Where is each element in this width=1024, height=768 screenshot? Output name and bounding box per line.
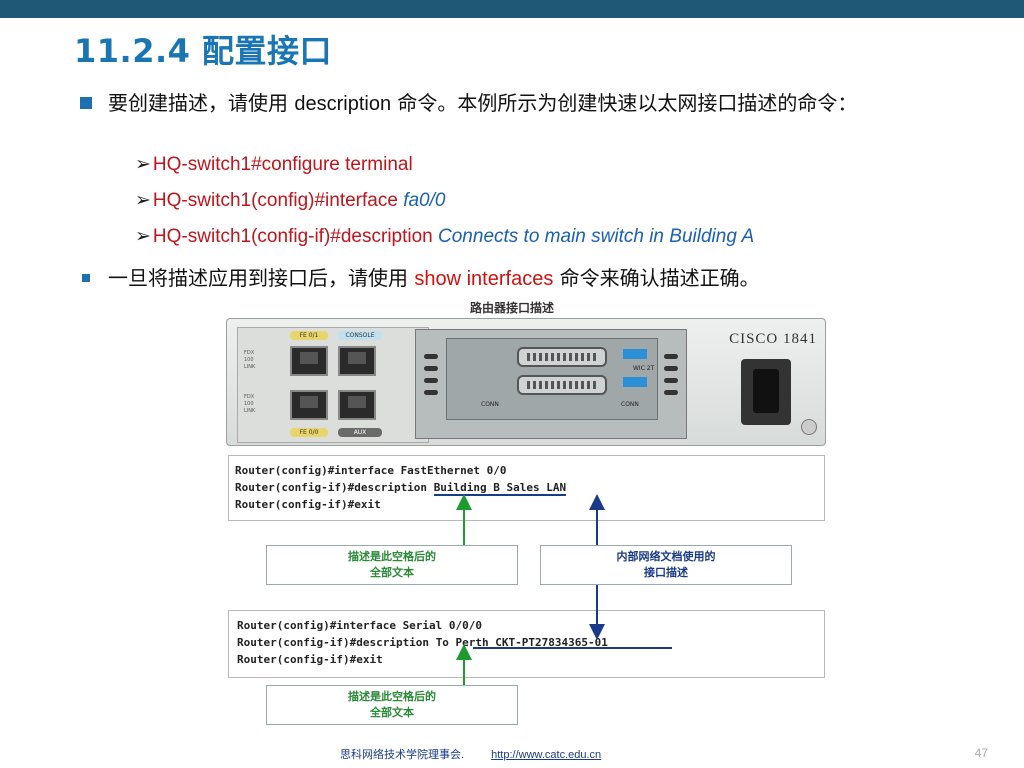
- arrow-bullet-icon: ➢: [135, 226, 151, 247]
- router-image: FE 0/1 CONSOLE FDX 100 LINK FDX 100 LINK…: [226, 318, 826, 446]
- command-text: HQ-switch1#configure terminal: [152, 154, 413, 175]
- code-text: Router(config-if)#description: [235, 481, 434, 494]
- description-value: Building B Sales LAN: [433, 481, 567, 496]
- bullet1-keyword: description: [294, 93, 392, 115]
- vent-icon: [424, 378, 438, 383]
- status-led-icon: [623, 349, 647, 359]
- led-label: FDX 100 LINK: [244, 394, 256, 414]
- callout-line: 内部网络文档使用的: [616, 550, 716, 563]
- vent-icon: [424, 354, 438, 359]
- ground-screw-icon: [801, 419, 817, 435]
- code-line: Router(config)#interface FastEthernet 0/…: [235, 464, 507, 477]
- vent-icon: [664, 390, 678, 395]
- serial-connector-icon: [517, 375, 607, 395]
- conn-label: CONN: [481, 401, 499, 408]
- bullet1-text-b: 命令。本例所示为创建快速以太网接口描述的命令：: [391, 91, 858, 115]
- footer: 思科网络技术学院理事会. http://www.catc.edu.cn: [340, 746, 601, 762]
- rj45-port-icon: [338, 390, 376, 420]
- vent-icon: [664, 378, 678, 383]
- command-line-1: ➢HQ-switch1#configure terminal: [135, 153, 413, 176]
- bullet-verify: 一旦将描述应用到接口后，请使用 show interfaces 命令来确认描述正…: [80, 264, 980, 293]
- port-label: FE 0/1: [290, 331, 328, 340]
- code-block-fastethernet: Router(config)#interface FastEthernet 0/…: [228, 455, 825, 521]
- command-argument: Connects to main switch in Building A: [438, 226, 755, 247]
- footer-link[interactable]: http://www.catc.edu.cn: [491, 749, 602, 761]
- code-line: Router(config-if)#description Building B…: [235, 479, 818, 496]
- vent-icon: [424, 390, 438, 395]
- serial-connector-icon: [517, 347, 607, 367]
- code-line: Router(config)#interface Serial 0/0/0: [237, 619, 483, 632]
- code-line: Router(config-if)#exit: [235, 498, 381, 511]
- page-number: 47: [974, 746, 988, 760]
- command-argument: fa0/0: [403, 190, 446, 211]
- code-block-serial: Router(config)#interface Serial 0/0/0 Ro…: [228, 610, 825, 678]
- figure-caption: 路由器接口描述: [470, 301, 555, 315]
- vent-icon: [664, 354, 678, 359]
- callout-line: 全部文本: [370, 566, 414, 579]
- code-text: Router(config-if)#description: [237, 636, 436, 649]
- small-square-bullet-icon: [82, 274, 90, 282]
- bullet-describe: 要创建描述，请使用 description 命令。本例所示为创建快速以太网接口描…: [80, 89, 940, 118]
- callout-line: 描述是此空格后的: [348, 550, 436, 563]
- rj45-port-icon: [338, 346, 376, 376]
- power-switch-icon: [741, 359, 791, 425]
- rj45-port-icon: [290, 390, 328, 420]
- command-text: HQ-switch1(config-if)#description: [152, 226, 439, 247]
- top-bar: [0, 0, 1024, 18]
- command-line-3: ➢HQ-switch1(config-if)#description Conne…: [135, 225, 754, 248]
- port-label: FE 0/0: [290, 428, 328, 437]
- description-value: To Perth CKT-PT27834365-01: [435, 636, 608, 649]
- callout-space-note-bottom: 描述是此空格后的 全部文本: [266, 685, 518, 725]
- command-text: HQ-switch1(config)#interface: [152, 190, 404, 211]
- bullet2-text-b: 命令来确认描述正确。: [553, 266, 760, 290]
- footer-org: 思科网络技术学院理事会.: [340, 749, 465, 761]
- command-line-2: ➢HQ-switch1(config)#interface fa0/0: [135, 189, 445, 212]
- code-line: Router(config-if)#description To Perth C…: [237, 634, 816, 651]
- port-label: CONSOLE: [338, 331, 382, 340]
- square-bullet-icon: [80, 97, 92, 109]
- callout-space-note: 描述是此空格后的 全部文本: [266, 545, 518, 585]
- arrow-bullet-icon: ➢: [135, 190, 151, 211]
- bullet1-text-a: 要创建描述，请使用: [108, 91, 295, 115]
- cisco-logo: CISCO 1841: [729, 331, 817, 347]
- arrow-bullet-icon: ➢: [135, 154, 151, 175]
- code-line: Router(config-if)#exit: [237, 653, 383, 666]
- slide-title: 11.2.4 配置接口: [74, 32, 333, 70]
- callout-line: 接口描述: [644, 566, 688, 579]
- vent-icon: [664, 366, 678, 371]
- rj45-port-icon: [290, 346, 328, 376]
- led-label: FDX 100 LINK: [244, 350, 256, 370]
- callout-line: 全部文本: [370, 706, 414, 719]
- status-led-icon: [623, 377, 647, 387]
- callout-line: 描述是此空格后的: [348, 690, 436, 703]
- callout-internal-doc: 内部网络文档使用的 接口描述: [540, 545, 792, 585]
- bullet2-keyword: show interfaces: [414, 268, 554, 290]
- conn-label: CONN: [621, 401, 639, 408]
- bullet2-text-a: 一旦将描述应用到接口后，请使用: [108, 266, 415, 290]
- wic-label: WIC 2T: [633, 365, 655, 372]
- port-label: AUX: [338, 428, 382, 437]
- wic-card: WIC 2T CONN CONN: [415, 329, 687, 439]
- vent-icon: [424, 366, 438, 371]
